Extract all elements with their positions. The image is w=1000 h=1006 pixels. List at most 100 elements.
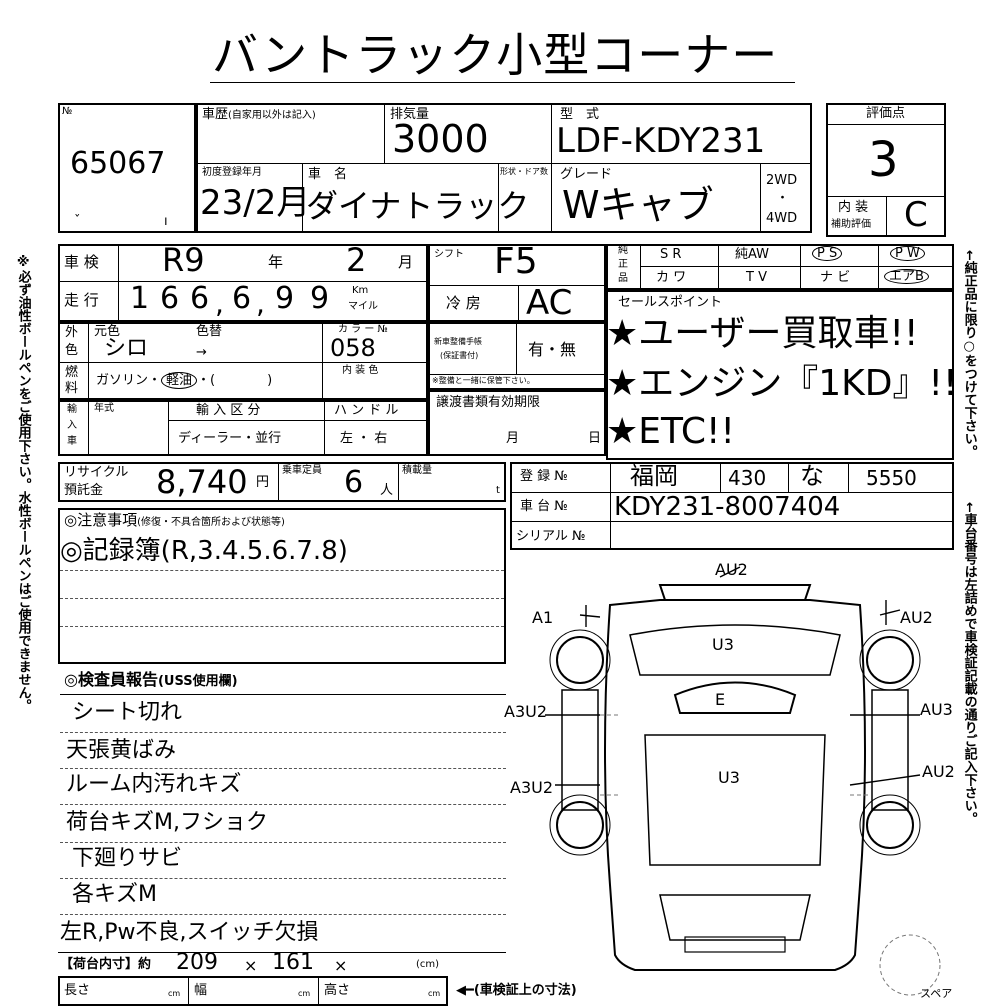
import-box bbox=[58, 400, 428, 456]
mark-left-a3u2-1: A3U2 bbox=[504, 702, 547, 721]
mark-top-au2: AU2 bbox=[715, 560, 748, 579]
spare-label: スペア bbox=[920, 987, 952, 1000]
equip-aw: 純AW bbox=[735, 247, 770, 262]
equip-kawa: カ ワ bbox=[656, 270, 687, 285]
side-note-right-top: ←純正品に限り○をつけて下さい。 bbox=[961, 250, 977, 458]
report-line-1: シート切れ bbox=[72, 700, 183, 725]
report-line-2: 天張黄ばみ bbox=[66, 738, 177, 763]
first-reg-value: 23/2月 bbox=[200, 183, 311, 223]
equipment-side-3: 品 bbox=[618, 273, 628, 284]
serial-label: シリアル № bbox=[516, 529, 586, 544]
handle-value: 左 ・ 右 bbox=[340, 431, 388, 446]
inspection-box bbox=[58, 244, 428, 322]
cert-note: ◀━(車検証上の寸法) bbox=[456, 983, 577, 998]
grade-value: Wキャブ bbox=[562, 183, 714, 227]
shift-value: F5 bbox=[494, 241, 538, 282]
page-title: バントラック小型コーナー bbox=[212, 28, 779, 82]
model-value: LDF-KDY231 bbox=[556, 121, 766, 161]
maintenance-label-1: 新車整備手帳 bbox=[434, 337, 482, 346]
shift-label: シフト bbox=[434, 249, 464, 260]
registration-box bbox=[510, 462, 954, 550]
interior-color-label: 内 装 色 bbox=[342, 365, 379, 376]
fuel-selected: 軽油 bbox=[161, 372, 198, 389]
inspection-year-label: 年 bbox=[268, 253, 284, 271]
mark-right-au3: AU3 bbox=[920, 700, 953, 719]
side-note-right-bottom: ←車台番号は左詰めで車検証記載の通りご記入下さい。 bbox=[961, 502, 977, 825]
drive-dot: ・ bbox=[776, 191, 790, 206]
dim-length-label: 長さ bbox=[64, 983, 91, 998]
dim-height-label: 高さ bbox=[324, 983, 351, 998]
recycle-box bbox=[58, 462, 506, 502]
inspection-month: 2 bbox=[346, 241, 367, 279]
sales-point-1: ★ユーザー買取車!! bbox=[606, 313, 919, 354]
equip-pw: P W bbox=[890, 246, 925, 261]
mark-bed-u3: U3 bbox=[718, 768, 740, 787]
color-no-value: 058 bbox=[330, 334, 376, 362]
capacity-label: 乗車定員 bbox=[282, 465, 322, 476]
recycle-label-2: 預託金 bbox=[64, 483, 104, 498]
equip-airbag: エアB bbox=[884, 269, 929, 284]
import-section-1: 輸 bbox=[67, 404, 77, 415]
shape-label: 形状・ドア数 bbox=[500, 167, 548, 176]
color-section-2: 色 bbox=[65, 343, 79, 358]
sales-point-2: ★エンジン『1KD』!! bbox=[606, 363, 958, 404]
cargo-width: 161 bbox=[272, 950, 314, 975]
color-orig-label: 元色 bbox=[94, 324, 121, 339]
report-label: ◎検査員報告(USS使用欄) bbox=[64, 670, 238, 689]
recycle-value: 8,740 bbox=[156, 463, 248, 501]
maintenance-label-2: (保証書付) bbox=[440, 351, 479, 360]
model-label: 型 式 bbox=[560, 107, 600, 122]
chassis-value: KDY231-8007404 bbox=[614, 492, 841, 522]
sales-label: セールスポイント bbox=[618, 295, 723, 310]
mile-label: マイル bbox=[348, 301, 378, 312]
fuel-section-1: 燃 bbox=[65, 365, 79, 380]
cargo-length: 209 bbox=[176, 950, 218, 975]
load-unit: t bbox=[496, 485, 500, 496]
ac-value: AC bbox=[526, 283, 573, 323]
mark-roof-e: E bbox=[715, 690, 725, 709]
mark-left-a3u2-2: A3U2 bbox=[510, 778, 553, 797]
vehicle-diagram: AU2 A1 AU2 U3 E A3U2 AU3 A3U2 U3 AU2 スペア bbox=[504, 560, 955, 1000]
cargo-unit: (cm) bbox=[416, 959, 440, 970]
title-underline bbox=[210, 82, 795, 83]
dimension-box bbox=[58, 976, 448, 1006]
shift-ac-box bbox=[428, 244, 606, 322]
drive-4wd: 4WD bbox=[766, 211, 798, 226]
mileage-comma-1: , bbox=[215, 287, 224, 320]
grade-label: グレード bbox=[560, 167, 613, 182]
equipment-side-1: 純 bbox=[618, 245, 628, 256]
first-reg-label: 初度登録年月 bbox=[202, 167, 262, 178]
name-value: ダイナトラック bbox=[306, 187, 530, 225]
recycle-label-1: リサイクル bbox=[64, 465, 129, 480]
notes-text: ◎記録簿(R,3.4.5.6.7.8) bbox=[60, 536, 348, 566]
equip-navi: ナ ビ bbox=[820, 270, 851, 285]
transfer-month-label: 月 bbox=[506, 431, 520, 446]
mark-right-au2-2: AU2 bbox=[922, 762, 955, 781]
equip-sr: S R bbox=[660, 247, 682, 262]
registration-label: 登 録 № bbox=[520, 469, 568, 484]
equip-ps: P S bbox=[812, 246, 843, 261]
maintenance-value: 有・無 bbox=[528, 340, 577, 359]
mileage-digit-6: 9 bbox=[310, 281, 330, 316]
fuel-options: ガソリン・軽油・( ) bbox=[96, 372, 273, 389]
chassis-label: 車 台 № bbox=[520, 499, 568, 514]
history-label: 車歴(自家用以外は記入) bbox=[202, 107, 316, 122]
score-value: 3 bbox=[868, 132, 899, 188]
maintenance-box bbox=[428, 322, 606, 390]
interior-score-sub: 補助評価 bbox=[831, 219, 871, 230]
mileage-digit-1: 1 bbox=[130, 281, 150, 316]
fuel-section-2: 料 bbox=[65, 381, 79, 396]
import-section-3: 車 bbox=[67, 436, 77, 447]
mileage-comma-2: , bbox=[256, 287, 265, 320]
color-arrow: → bbox=[196, 345, 207, 360]
color-orig-value: シロ bbox=[104, 336, 149, 361]
notes-label: ◎注意事項(修復・不具合箇所および状態等) bbox=[64, 511, 285, 529]
wheels bbox=[549, 629, 921, 856]
registration-kana: な bbox=[800, 462, 824, 490]
mark-cab-u3: U3 bbox=[712, 635, 734, 654]
import-category-label: 輸 入 区 分 bbox=[196, 403, 261, 418]
report-line-6: 各キズM bbox=[72, 882, 157, 907]
capacity-value: 6 bbox=[344, 465, 364, 500]
mileage-digit-3: 6 bbox=[190, 281, 210, 316]
mark-right-au2: AU2 bbox=[900, 608, 933, 627]
